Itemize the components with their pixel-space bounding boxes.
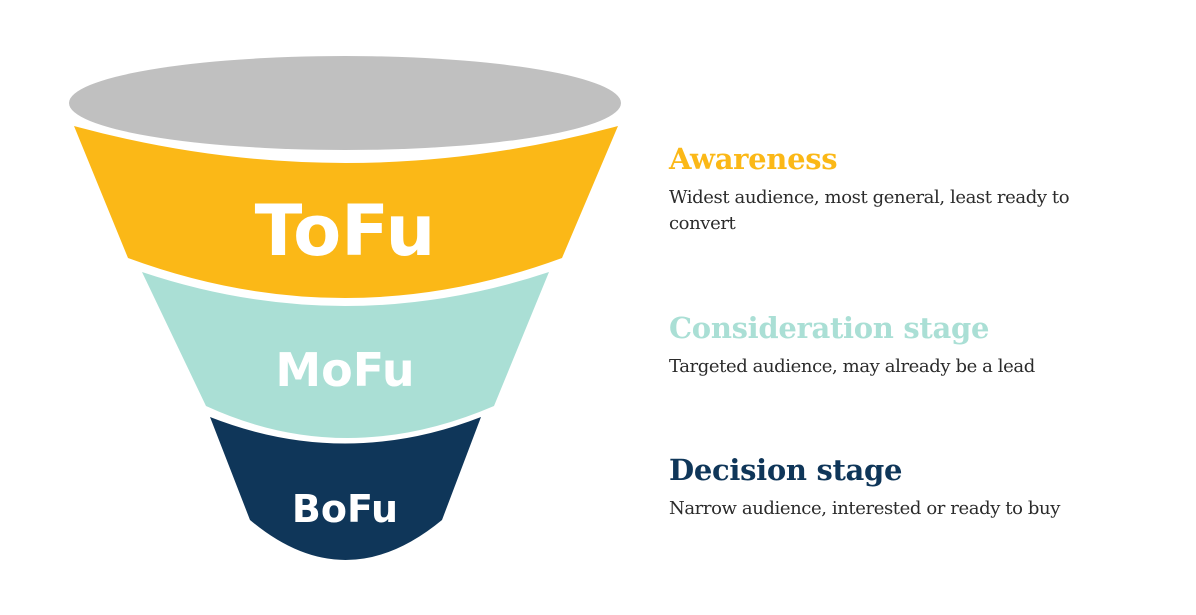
legend-title-awareness: Awareness <box>669 142 838 176</box>
funnel-segment-bofu <box>210 417 481 560</box>
legend-desc-awareness: Widest audience, most general, least rea… <box>669 187 1070 234</box>
legend-item-decision: Decision stage Narrow audience, interest… <box>669 452 1109 522</box>
funnel-segment-mofu <box>142 272 549 438</box>
funnel-rim <box>69 56 621 150</box>
stage-label-bofu: BoFu <box>291 487 399 531</box>
stage-label-mofu: MoFu <box>275 343 415 397</box>
legend-title-consideration: Consideration stage <box>669 311 990 345</box>
legend-desc-consideration: Targeted audience, may already be a lead <box>669 356 1035 377</box>
legend-item-awareness: Awareness Widest audience, most general,… <box>669 141 1099 237</box>
marketing-funnel-diagram <box>69 56 621 560</box>
legend-desc-decision: Narrow audience, interested or ready to … <box>669 498 1060 519</box>
legend-title-decision: Decision stage <box>669 453 903 487</box>
funnel-segment-tofu <box>74 126 618 298</box>
stage-label-tofu: ToFu <box>254 190 436 272</box>
legend-item-consideration: Consideration stage Targeted audience, m… <box>669 310 1109 380</box>
